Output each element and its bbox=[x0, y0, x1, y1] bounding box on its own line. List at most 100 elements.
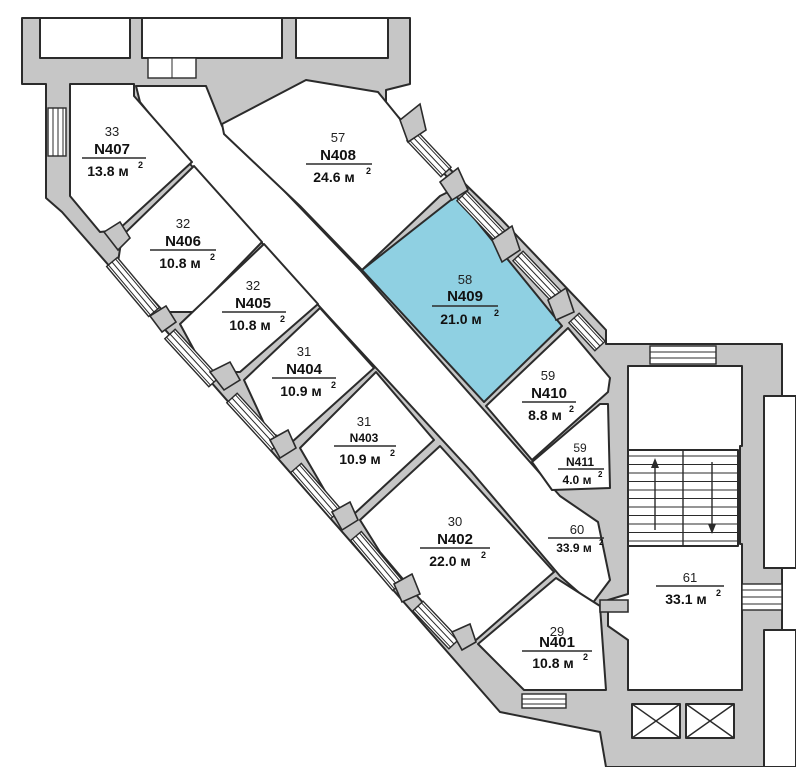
area-superscript: 2 bbox=[569, 404, 574, 414]
room-name: N410 bbox=[531, 385, 567, 402]
window-pane-line bbox=[108, 264, 151, 316]
window-pane-line bbox=[517, 255, 557, 297]
area-superscript: 2 bbox=[583, 652, 588, 662]
window-pane-line bbox=[166, 336, 211, 386]
room-area: 8.8 м bbox=[528, 407, 562, 423]
room-name: N402 bbox=[437, 531, 473, 548]
label-n407: 33 N407 13.8 м 2 bbox=[82, 124, 146, 179]
area-superscript: 2 bbox=[366, 166, 371, 176]
room-number: 59 bbox=[541, 368, 555, 383]
label-hall-61: 61 33.1 м 2 bbox=[656, 570, 724, 607]
room-area: 10.8 м bbox=[159, 255, 201, 271]
room-number: 59 bbox=[573, 441, 587, 455]
window-pane-line bbox=[411, 135, 447, 173]
room-area: 10.8 м bbox=[532, 655, 574, 671]
piers bbox=[102, 102, 629, 652]
label-n403: 31 N403 10.9 м 2 bbox=[334, 414, 396, 467]
area-superscript: 2 bbox=[210, 252, 215, 262]
room-area: 21.0 м bbox=[440, 311, 482, 327]
area-superscript: 2 bbox=[598, 470, 603, 479]
window-pane-line bbox=[355, 535, 399, 587]
window-pane-line bbox=[421, 602, 458, 642]
window-pane-line bbox=[570, 320, 597, 350]
area-superscript: 2 bbox=[280, 314, 285, 324]
room-area: 22.0 м bbox=[429, 553, 471, 569]
elevator-shafts bbox=[631, 703, 735, 739]
room-labels: 57 N408 24.6 м 2 58 N409 21.0 м 2 59 N41… bbox=[82, 124, 724, 671]
room-name: N411 bbox=[566, 455, 594, 469]
window-pane-line bbox=[414, 608, 451, 648]
window-pane-line bbox=[173, 330, 218, 380]
room-n410 bbox=[485, 327, 611, 461]
room-name: N404 bbox=[286, 361, 323, 378]
window-pane-line bbox=[115, 258, 158, 310]
window-pane-line bbox=[465, 192, 504, 234]
window-pane-line bbox=[408, 138, 443, 176]
area-superscript: 2 bbox=[494, 308, 499, 318]
window-pane-line bbox=[228, 400, 273, 450]
room-area: 4.0 м bbox=[563, 473, 592, 487]
window-pane-line bbox=[231, 397, 277, 447]
window-pane-line bbox=[235, 394, 280, 444]
window-pane-line bbox=[577, 314, 604, 344]
area-superscript: 2 bbox=[599, 538, 604, 547]
window-pane-line bbox=[359, 532, 402, 584]
room-number: 32 bbox=[176, 216, 190, 231]
area-superscript: 2 bbox=[138, 160, 143, 170]
room-area: 24.6 м bbox=[313, 169, 355, 185]
room-area: 33.1 м bbox=[665, 591, 707, 607]
window-pane-line bbox=[299, 464, 340, 512]
label-n404: 31 N404 10.9 м 2 bbox=[272, 344, 336, 399]
window-pane-line bbox=[458, 198, 497, 240]
window-pane-line bbox=[169, 333, 215, 383]
room-number: 30 bbox=[448, 514, 462, 529]
room-name: N408 bbox=[320, 147, 356, 164]
room-number: 58 bbox=[458, 272, 472, 287]
room-n401 bbox=[477, 577, 607, 691]
room-number: 31 bbox=[357, 414, 371, 429]
room-name: N406 bbox=[165, 233, 201, 250]
label-n410: 59 N410 8.8 м 2 bbox=[522, 368, 576, 423]
room-name: N403 bbox=[350, 431, 379, 445]
room-number: 33 bbox=[105, 124, 119, 139]
room-number: 32 bbox=[246, 278, 260, 293]
room-number: 61 bbox=[683, 570, 697, 585]
room-area: 10.9 м bbox=[339, 451, 381, 467]
room-area: 10.8 м bbox=[229, 317, 271, 333]
window-pane-line bbox=[521, 252, 560, 294]
room-name: N407 bbox=[94, 141, 130, 158]
label-n408: 57 N408 24.6 м 2 bbox=[306, 130, 372, 185]
area-superscript: 2 bbox=[331, 380, 336, 390]
room-name: N405 bbox=[235, 295, 271, 312]
label-n409: 58 N409 21.0 м 2 bbox=[432, 272, 499, 327]
label-n401: 29 N401 10.8 м 2 bbox=[522, 624, 592, 671]
room-shapes bbox=[69, 79, 743, 691]
window-pane-line bbox=[352, 538, 395, 590]
room-n409 bbox=[361, 195, 563, 403]
room-number: 31 bbox=[297, 344, 311, 359]
window-pane-line bbox=[111, 261, 155, 313]
room-n408 bbox=[221, 79, 457, 271]
window-pane-line bbox=[514, 258, 553, 300]
label-n405: 32 N405 10.8 м 2 bbox=[222, 278, 286, 333]
window-pane-line bbox=[461, 195, 501, 237]
window-pane-line bbox=[417, 605, 455, 645]
room-number: 60 bbox=[570, 522, 584, 537]
window-pane-line bbox=[292, 470, 333, 518]
room-area: 10.9 м bbox=[280, 383, 322, 399]
right-edge bbox=[521, 345, 796, 767]
room-name: N409 bbox=[447, 288, 483, 305]
label-n406: 32 N406 10.8 м 2 bbox=[150, 216, 216, 271]
room-area: 33.9 м bbox=[556, 541, 592, 555]
window-pane-line bbox=[415, 132, 450, 170]
area-superscript: 2 bbox=[481, 550, 486, 560]
label-corridor-60: 60 33.9 м 2 bbox=[548, 522, 604, 555]
room-number: 57 bbox=[331, 130, 345, 145]
room-number: 29 bbox=[550, 624, 564, 639]
area-superscript: 2 bbox=[716, 588, 721, 598]
staircase bbox=[627, 449, 739, 547]
room-area: 13.8 м bbox=[87, 163, 129, 179]
window-pane-line bbox=[573, 317, 601, 347]
room-name: N401 bbox=[539, 634, 575, 651]
